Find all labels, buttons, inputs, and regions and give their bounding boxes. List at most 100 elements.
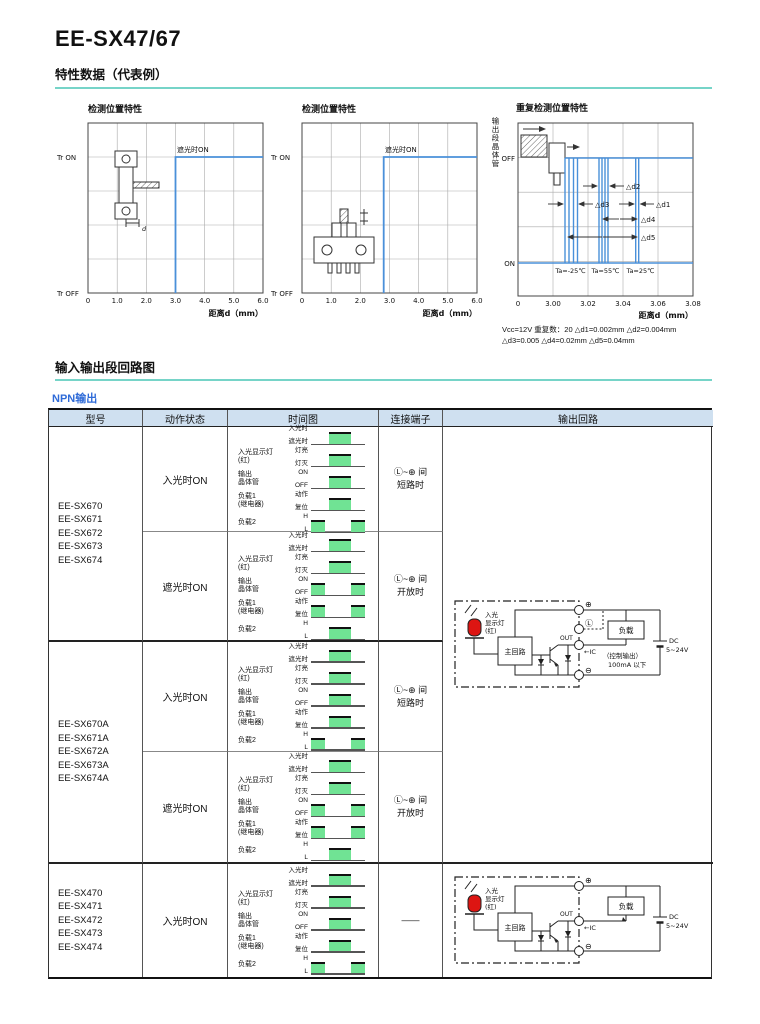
- main-circuit-label: 主回路: [505, 647, 526, 656]
- model: EE-SX471: [58, 901, 103, 913]
- state-low-label: 遮光时: [288, 438, 309, 445]
- waveform: [311, 894, 365, 909]
- model: EE-SX672A: [58, 746, 109, 758]
- waveform: [311, 518, 365, 533]
- signal-label: 输出 晶体管: [238, 912, 259, 928]
- chart2-svg: 检测位置特性 遮光时ON Tr ON Tr OFF: [270, 103, 483, 318]
- battery-icon: [653, 916, 667, 924]
- section-divider: [55, 87, 712, 89]
- sensor-inset-drawing: [114, 150, 160, 227]
- svg-text:3.08: 3.08: [685, 300, 701, 308]
- ic-arrow-label: ←IC: [584, 924, 596, 932]
- signal-label: 负载2: [238, 960, 256, 968]
- chart-caption-line1: Vcc=12V 重复数：20 △d1=0.002mm △d2=0.004mm: [502, 325, 677, 334]
- waveform: [311, 736, 365, 751]
- main-circuit-box: [497, 636, 533, 665]
- waveform: [311, 692, 365, 707]
- control-output-label: （控制输出）: [603, 651, 642, 660]
- chart3-svg: 重复检测位置特性: [501, 102, 701, 320]
- signal-label: 入光显示灯 (红): [238, 556, 273, 571]
- svg-text:3.06: 3.06: [650, 300, 666, 308]
- col-header-timing-chart: 时间图: [228, 410, 379, 427]
- signal-label: 负载2: [238, 626, 256, 633]
- waveform: [311, 537, 365, 552]
- model: EE-SX474: [58, 941, 103, 953]
- svg-text:5.0: 5.0: [228, 297, 239, 305]
- y-on-label: ON: [504, 260, 515, 268]
- annotation-d5: △d5: [641, 234, 655, 242]
- state-high-label: 入光时: [288, 425, 309, 432]
- output-circuit-diagram-sx47: 入光 显示灯 (红) 主回路: [443, 864, 713, 977]
- led-indicator-icon: [464, 604, 484, 639]
- svg-text:Ta=55℃: Ta=55℃: [591, 267, 620, 275]
- zener-diodes: [538, 654, 571, 667]
- temperature-labels: Ta=-25℃ Ta=55℃ Ta=25℃: [554, 267, 654, 275]
- signal-label: 输出 晶体管: [238, 578, 259, 593]
- annotation-d4: △d4: [641, 216, 656, 224]
- svg-text:0: 0: [300, 297, 304, 305]
- dc-range-label: 5~24V: [666, 922, 689, 930]
- model: EE-SX674A: [58, 773, 109, 785]
- section-heading-characteristics: 特性数据（代表例）: [55, 68, 168, 82]
- waveform: [311, 625, 365, 640]
- waveform: [311, 916, 365, 931]
- led-label-1: 入光: [485, 610, 499, 619]
- annotation-d3: △d3: [595, 201, 609, 209]
- chart-detection-position-2: 检测位置特性 遮光时ON Tr ON Tr OFF: [269, 101, 484, 328]
- dc-label: DC: [669, 637, 679, 645]
- y-on-label: Tr ON: [56, 154, 76, 162]
- svg-text:3.0: 3.0: [170, 297, 181, 305]
- load-box: [607, 896, 645, 915]
- circuit2-svg: 入光 显示灯 (红) 主回路: [454, 876, 689, 964]
- operation-state: 入光时ON: [143, 642, 228, 752]
- waveform: [311, 452, 365, 467]
- control-output-limit: 100mA 以下: [608, 661, 647, 669]
- y-on-label: Tr ON: [270, 154, 290, 162]
- waveform: [311, 872, 365, 887]
- svg-text:6.0: 6.0: [257, 297, 268, 305]
- svg-text:2.0: 2.0: [355, 297, 366, 305]
- model: EE-SX671: [58, 514, 103, 526]
- operation-state: 遮光时ON: [143, 752, 228, 864]
- npn-output-label: NPN输出: [52, 393, 98, 405]
- plus-terminal-label: ⊕: [585, 600, 592, 609]
- x-axis-label: 距离d（mm）: [209, 308, 263, 318]
- plus-terminal-label: ⊕: [585, 876, 592, 885]
- signal-label: 入光显示灯 (红): [238, 449, 273, 464]
- main-circuit-label: 主回路: [505, 923, 526, 932]
- svg-text:5.0: 5.0: [442, 297, 453, 305]
- waveform: [311, 780, 365, 795]
- page-title: EE-SX47/67: [55, 26, 182, 51]
- led-label-2: 显示灯: [485, 894, 505, 903]
- out-terminal-label: OUT: [560, 635, 573, 642]
- battery-icon: [653, 640, 667, 648]
- waveform: [311, 474, 365, 489]
- waveform: [311, 758, 365, 773]
- model-list-group3: EE-SX470 EE-SX471 EE-SX472 EE-SX473 EE-S…: [49, 864, 143, 977]
- step-annotation: 遮光时ON: [177, 145, 209, 154]
- waveform: [311, 603, 365, 618]
- model: EE-SX670A: [58, 719, 109, 731]
- signal-label: 输出 晶体管: [238, 471, 259, 486]
- waveform: [311, 648, 365, 663]
- svg-text:Ta=25℃: Ta=25℃: [626, 267, 655, 275]
- col-header-output-circuit: 输出回路: [443, 410, 713, 427]
- model-list-group2: EE-SX670A EE-SX671A EE-SX672A EE-SX673A …: [49, 642, 143, 864]
- inset-dim-label: d: [142, 225, 147, 233]
- signal-label: 入光显示灯 (红): [238, 890, 273, 906]
- svg-text:3.02: 3.02: [580, 300, 596, 308]
- sensor-inset-drawing: [520, 126, 580, 186]
- waveform: [311, 960, 365, 975]
- plot-border: [517, 122, 694, 297]
- step-line: [174, 156, 263, 293]
- terminal-circles: [574, 604, 584, 680]
- signal-label: 输出 晶体管: [238, 688, 259, 704]
- x-axis-label: 距离d（mm）: [639, 310, 693, 319]
- svg-text:3.0: 3.0: [384, 297, 395, 305]
